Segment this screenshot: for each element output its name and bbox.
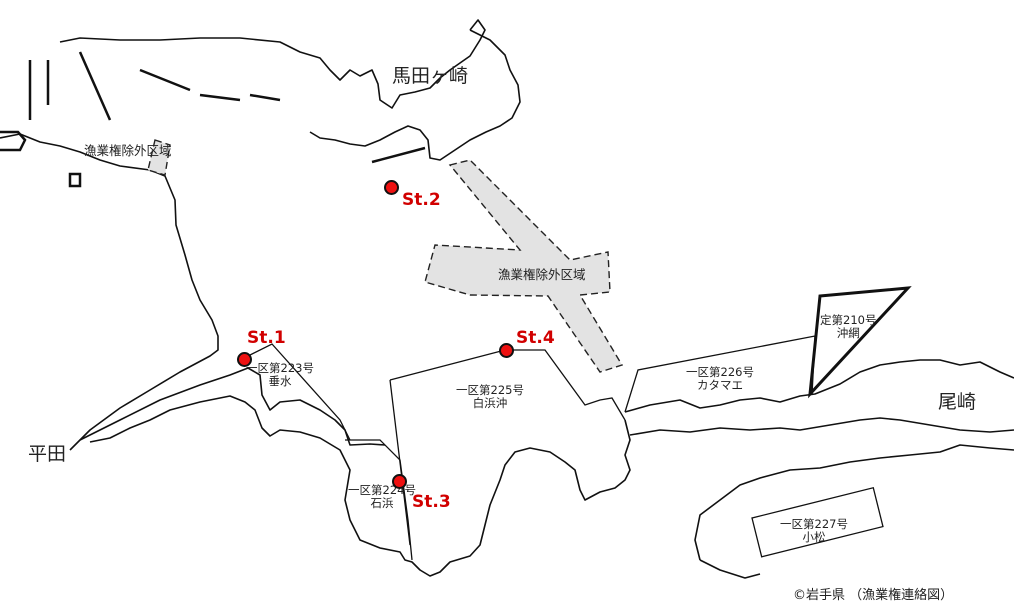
zone-223-area: 垂水: [268, 374, 292, 389]
zone-210-area: 沖網: [836, 326, 860, 341]
zone-227-label: 一区第227号 小松: [780, 517, 848, 545]
zone-210-boundary: [808, 286, 912, 399]
station-st2-label: St.2: [402, 190, 441, 210]
station-st4-label: St.4: [516, 328, 555, 348]
zone-227-name: 一区第227号: [780, 517, 848, 531]
exclusion-zone-diagonal: [424, 159, 624, 373]
zone-225-west: [389, 379, 411, 546]
pier: [68, 172, 82, 188]
place-osaki: 尾崎: [938, 391, 977, 413]
zone-224-area: 石浜: [370, 496, 394, 511]
coastline-madagasaki: [309, 29, 521, 161]
zone-210-label: 定第210号 沖網: [820, 313, 877, 341]
exclusion-label-north: 漁業権除外区域: [84, 143, 172, 158]
zone-226-name: 一区第226号: [686, 365, 754, 379]
coastline-katamae-south: [629, 417, 1014, 436]
station-st1-marker[interactable]: [237, 352, 252, 367]
zone-226-label: 一区第226号 カタマエ: [686, 365, 754, 393]
pier: [371, 146, 426, 164]
zone-224-label: 一区第224号 石浜: [348, 483, 416, 511]
coastline-south-inner: [699, 559, 761, 579]
map-credit: ©岩手県 （漁業権連絡図）: [793, 588, 954, 603]
station-st1-label: St.1: [247, 328, 286, 348]
pier: [0, 130, 27, 152]
exclusion-zone-north: [147, 139, 171, 176]
zone-225-name: 一区第225号: [456, 383, 524, 397]
zone-210-name: 定第210号: [820, 313, 877, 327]
place-hirata: 平田: [28, 443, 67, 465]
station-st2-marker[interactable]: [384, 180, 399, 195]
place-madagasaki: 馬田ヶ崎: [392, 65, 469, 87]
zone-223-name: 一区第223号: [246, 361, 314, 375]
zone-223-boundary: [243, 343, 351, 441]
coastline-south-island: [694, 444, 1014, 561]
coastline-harbor-top: [59, 19, 486, 109]
zone-227-area: 小松: [802, 530, 826, 545]
pier: [28, 51, 281, 121]
exclusion-label-center: 漁業権除外区域: [498, 267, 586, 282]
zone-225-area: 白浜沖: [472, 396, 508, 411]
zone-223-label: 一区第223号 垂水: [246, 361, 314, 389]
station-st3-label: St.3: [412, 492, 451, 512]
coastline-sw-inner: [89, 395, 631, 577]
zone-225-label: 一区第225号 白浜沖: [456, 383, 524, 411]
station-st3-marker[interactable]: [392, 474, 407, 489]
coastline-katamae: [624, 359, 1014, 413]
zone-227-boundary: [751, 486, 884, 558]
station-st4-marker[interactable]: [499, 343, 514, 358]
coastline-north: [0, 133, 219, 451]
zone-226-area: カタマエ: [696, 378, 743, 393]
coastline-southwest: [79, 367, 386, 446]
